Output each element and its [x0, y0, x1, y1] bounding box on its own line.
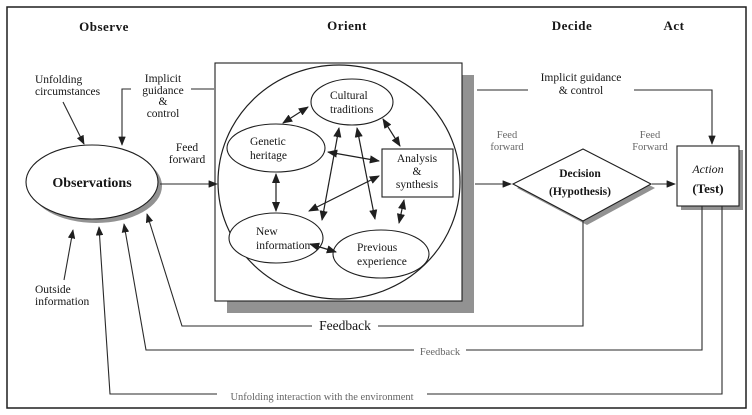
label-feed-forward-left-2: forward [169, 154, 206, 166]
environment-label-bg [217, 390, 427, 403]
label-unfolding-circumstances-1: Unfolding [35, 74, 83, 86]
label-implicit-guidance-right-1: Implicit guidance [541, 72, 622, 84]
label-implicit-guidance-left-4: control [147, 108, 180, 120]
arrow-outside-information [63, 229, 76, 281]
label-implicit-guidance-left-1: Implicit [145, 73, 182, 85]
label-genetic-heritage-1: Genetic [250, 136, 286, 148]
label-genetic-heritage-2: heritage [250, 150, 287, 162]
label-decision-2: (Hypothesis) [549, 186, 611, 198]
label-feed-forward-left-1: Feed [176, 142, 199, 154]
arrow-previous-analysis [396, 199, 407, 224]
action-node [676, 145, 740, 207]
arrow-newinfo-previous [309, 242, 337, 254]
label-new-information-1: New [256, 226, 278, 238]
cultural-traditions-node [310, 78, 394, 126]
orient-circle [217, 64, 461, 300]
arrow-cultural-analysis [382, 118, 401, 147]
label-analysis-synthesis-3: synthesis [396, 179, 439, 191]
label-cultural-traditions-2: traditions [330, 104, 374, 116]
label-new-information-2: information [256, 240, 311, 252]
label-decision-1: Decision [559, 168, 601, 180]
label-unfolding-circumstances-2: circumstances [35, 86, 101, 98]
feedback-primary-label-bg [312, 319, 378, 333]
label-analysis-synthesis-2: & [413, 166, 422, 178]
label-feedback-secondary: Feedback [420, 347, 461, 358]
label-feed-forward-mid-1: Feed [497, 130, 518, 141]
label-feedback-primary: Feedback [319, 318, 371, 333]
previous-experience-node [332, 229, 430, 279]
label-feed-forward-right-2: Forward [632, 142, 668, 153]
new-information-node [228, 212, 324, 264]
header-observe: Observe [79, 19, 129, 34]
genetic-heritage-node [226, 123, 326, 173]
header-act: Act [664, 18, 685, 33]
label-outside-information-2: information [35, 296, 90, 308]
label-implicit-guidance-left-3: & [159, 96, 168, 108]
label-previous-experience-1: Previous [357, 242, 398, 254]
feedback-loop-decision [145, 213, 584, 327]
decision-node [511, 148, 653, 222]
analysis-synthesis-node [381, 148, 454, 198]
arrow-implicit-guidance-to-action [634, 89, 716, 145]
label-feed-forward-right-1: Feed [640, 130, 661, 141]
label-action: Action [691, 162, 723, 176]
label-outside-information-1: Outside [35, 284, 71, 296]
label-implicit-guidance-left-2: guidance [142, 85, 184, 97]
label-feed-forward-mid-2: forward [490, 142, 524, 153]
header-decide: Decide [552, 18, 593, 33]
arrow-implicit-guidance-left [118, 88, 131, 146]
label-implicit-guidance-right-2: & control [559, 85, 603, 97]
feedback-secondary-label-bg [414, 345, 466, 357]
label-action-test: (Test) [692, 181, 723, 196]
arrow-unfolding-circumstances [62, 101, 85, 145]
arrow-newinfo-analysis [308, 175, 380, 212]
arrow-genetic-cultural [282, 106, 309, 124]
label-unfolding-interaction: Unfolding interaction with the environme… [230, 392, 413, 403]
label-analysis-synthesis-1: Analysis [397, 153, 438, 165]
label-previous-experience-2: experience [357, 256, 407, 268]
header-orient: Orient [327, 18, 367, 33]
label-cultural-traditions-1: Cultural [330, 90, 368, 102]
diagram-border [6, 6, 747, 409]
label-observations: Observations [52, 176, 132, 191]
observations-node [25, 144, 159, 220]
